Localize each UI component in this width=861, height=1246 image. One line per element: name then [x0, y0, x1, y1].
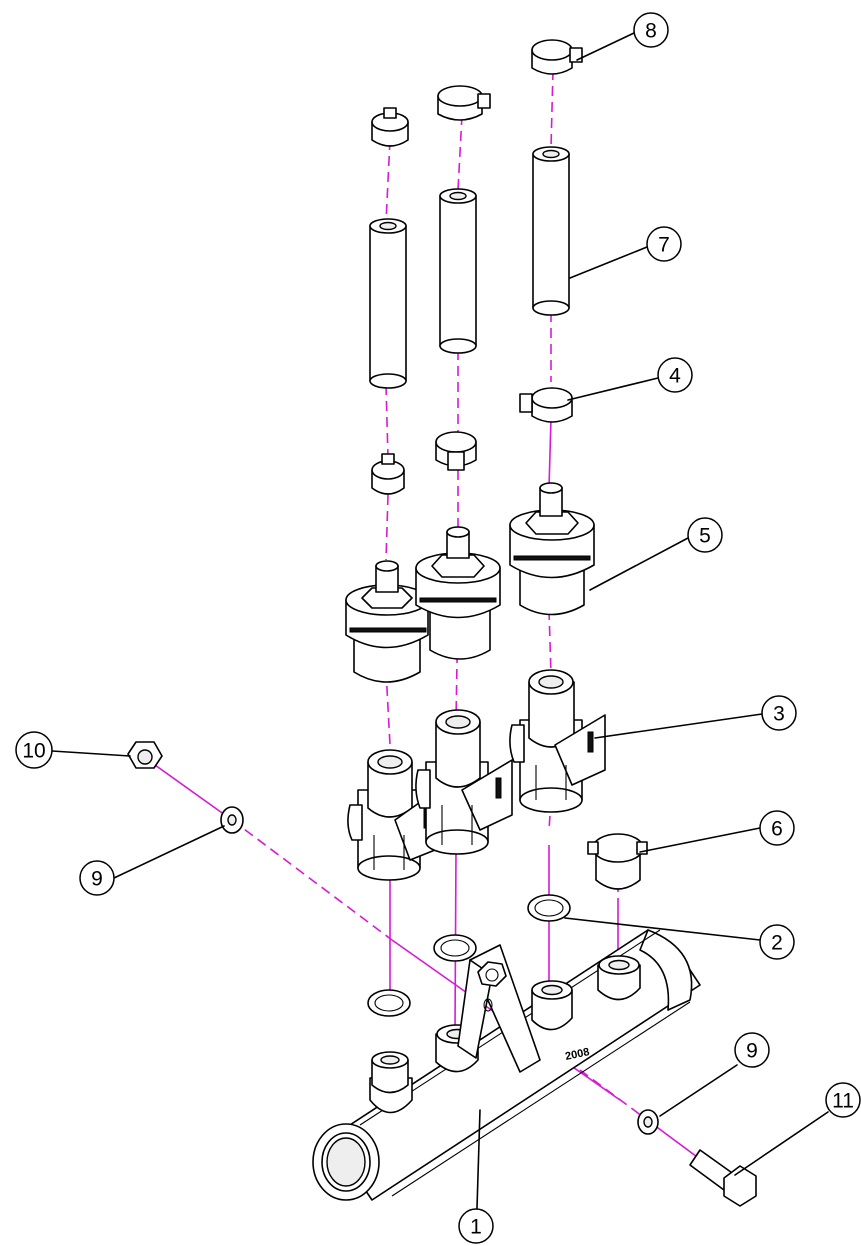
callout-8: 8 — [633, 12, 669, 48]
hose-clamp-lower-b — [435, 431, 477, 471]
manifold-stamp: 2008 — [564, 1046, 590, 1063]
o-rings — [367, 894, 571, 1017]
callout-9-right-label: 9 — [746, 1040, 758, 1063]
callout-10-label: 10 — [22, 740, 45, 763]
washer-lower — [637, 1109, 659, 1135]
o-ring-c — [527, 894, 571, 922]
adapter-c — [509, 482, 595, 616]
callout-6-label: 6 — [771, 818, 783, 841]
hex-nut — [127, 741, 163, 769]
callout-5: 5 — [687, 517, 723, 553]
ball-valve-c — [509, 669, 606, 813]
manifold-outlet-c — [531, 980, 573, 1031]
o-ring-a — [367, 989, 411, 1017]
hose-clamp-upper-b — [437, 85, 491, 121]
callout-1: 1 — [458, 1208, 494, 1244]
ball-valve-b — [415, 709, 513, 855]
manifold-outlet-d — [597, 955, 641, 1001]
ball-valve-a — [347, 749, 441, 881]
callout-10: 10 — [15, 731, 53, 769]
callout-9-left-label: 9 — [91, 868, 103, 891]
callout-8-label: 8 — [645, 20, 657, 43]
callout-9-right: 9 — [734, 1032, 770, 1068]
callout-9-left: 9 — [79, 860, 115, 896]
callout-4-label: 4 — [669, 365, 681, 388]
adapter-a — [345, 560, 429, 683]
callout-5-label: 5 — [699, 525, 711, 548]
o-ring-b — [433, 934, 477, 962]
hex-bolt — [689, 1149, 757, 1207]
callout-7-label: 7 — [658, 234, 670, 257]
callout-11: 11 — [825, 1082, 861, 1118]
callout-4: 4 — [657, 357, 693, 393]
callout-2-label: 2 — [771, 932, 783, 955]
adapter-b — [415, 526, 501, 660]
washer-upper — [220, 806, 244, 834]
hose-clamp-upper-a — [371, 107, 409, 147]
callout-1-label: 1 — [470, 1216, 482, 1239]
callout-3-label: 3 — [773, 703, 785, 726]
callout-6: 6 — [759, 810, 795, 846]
hose-clamp-lower-a — [371, 453, 405, 495]
tube-b — [439, 188, 477, 354]
callout-11-label: 11 — [832, 1090, 854, 1113]
manifold-outlet-a — [369, 1051, 413, 1114]
callout-2: 2 — [759, 924, 795, 960]
hose-clamp-lower-c — [519, 387, 573, 423]
callout-7: 7 — [646, 226, 682, 262]
hose-clamp-upper-c — [531, 39, 583, 75]
leader-lines — [51, 32, 829, 1209]
callout-3: 3 — [761, 695, 797, 731]
tube-a — [369, 218, 407, 389]
mounting-bracket — [457, 944, 541, 1073]
manifold-body: 2008 — [312, 929, 701, 1201]
tube-c — [532, 146, 570, 316]
end-cap — [587, 833, 648, 890]
